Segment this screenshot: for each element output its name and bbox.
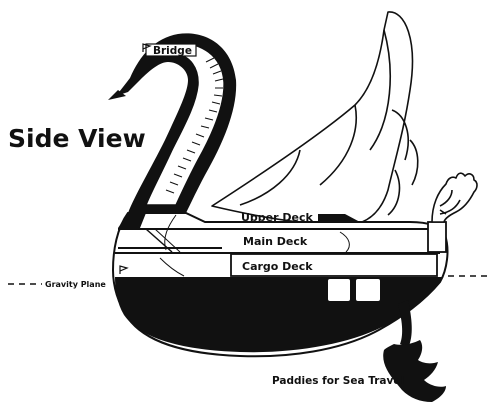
label-cargo-deck: Cargo Deck bbox=[242, 260, 313, 273]
label-main-deck: Main Deck bbox=[243, 235, 308, 248]
tail-block bbox=[428, 222, 446, 252]
side-view-title: Side View bbox=[8, 124, 146, 153]
tail-feathers bbox=[432, 173, 477, 222]
foot-web bbox=[383, 340, 446, 402]
label-gravity-plane: Gravity Plane bbox=[45, 280, 106, 289]
paddle-housing-right bbox=[356, 279, 380, 301]
swan-wing bbox=[212, 12, 418, 225]
label-upper-deck: Upper Deck bbox=[241, 211, 314, 224]
label-bridge: Bridge bbox=[153, 45, 192, 57]
paddle-housing-left bbox=[328, 279, 350, 301]
label-paddles: Paddies for Sea Travel bbox=[272, 375, 404, 387]
